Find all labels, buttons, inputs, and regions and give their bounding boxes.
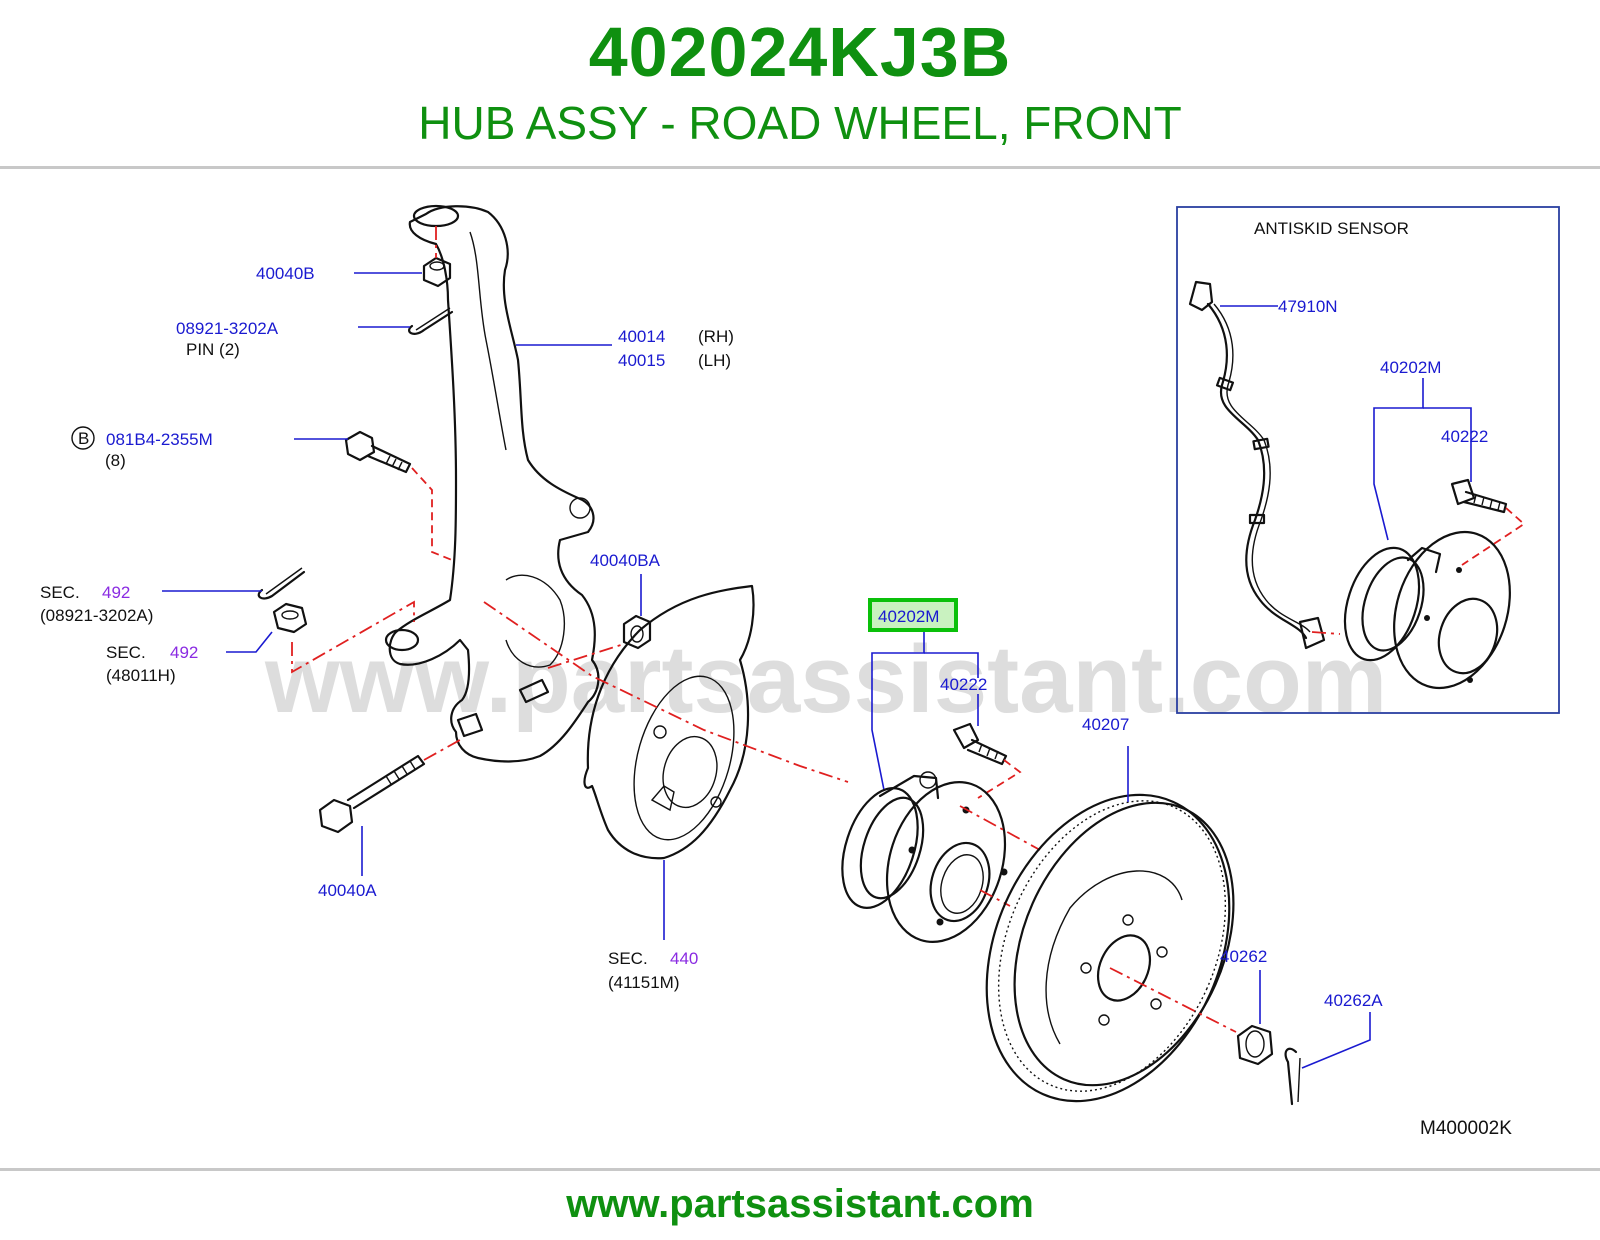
label-40040ba[interactable]: 40040BA — [590, 551, 661, 570]
label-40207[interactable]: 40207 — [1082, 715, 1129, 734]
inset-bolt-drawing — [1450, 478, 1508, 514]
leader-40222-branch — [924, 652, 979, 678]
bolt-b-marker-circle — [71, 426, 95, 450]
header-divider — [0, 166, 1600, 169]
guide-sec492 — [291, 600, 415, 674]
label-40014[interactable]: 40014 — [618, 327, 665, 346]
label-40015[interactable]: 40015 — [618, 351, 665, 370]
label-081b4-2355m[interactable]: 081B4-2355M — [106, 430, 213, 449]
bolt-b-marker: B — [78, 429, 89, 448]
part-number: 402024KJ3B — [588, 13, 1012, 91]
sec492-pin-drawing — [257, 567, 306, 600]
label-sec492-b-ref: (48011H) — [106, 666, 176, 685]
drawing-code: M400002K — [1420, 1118, 1512, 1139]
guide-hub-bolt — [977, 759, 1022, 799]
hub-assy-drawing — [841, 771, 1008, 943]
label-47910n[interactable]: 47910N — [1278, 297, 1338, 316]
inset-frame — [1176, 206, 1560, 714]
label-sec492-a-ref: (08921-3202A) — [40, 606, 153, 625]
highlight-box-40202m — [868, 598, 958, 632]
guide-inset-bolt — [1461, 507, 1526, 566]
sec492-nut-drawing — [272, 602, 308, 634]
label-sec492-a-num[interactable]: 492 — [102, 583, 130, 602]
label-40015-side: (LH) — [698, 351, 731, 370]
axle-cotter-pin-drawing — [1284, 1047, 1301, 1106]
cotter-pin-drawing — [408, 307, 454, 335]
label-40202m[interactable]: 40202M — [878, 607, 939, 626]
antiskid-inset: ANTISKID SENSOR 47910N 40202M 40222 — [1176, 206, 1560, 714]
inset-title: ANTISKID SENSOR — [1254, 219, 1409, 238]
guide-axle — [1109, 967, 1237, 1033]
label-40262a[interactable]: 40262A — [1324, 991, 1383, 1010]
label-sec492-a: SEC. — [40, 583, 80, 602]
footer-divider — [0, 1168, 1600, 1171]
footer-url[interactable]: www.partsassistant.com — [566, 1182, 1034, 1226]
label-08921-3202a[interactable]: 08921-3202A — [176, 319, 279, 338]
leader-sec492-b — [226, 631, 273, 653]
leader-40202m — [871, 632, 925, 791]
dust-shield-drawing — [583, 584, 755, 860]
label-40262[interactable]: 40262 — [1220, 947, 1267, 966]
header: 402024KJ3B HUB ASSY - ROAD WHEEL, FRONT — [0, 0, 1600, 168]
axle-nut-drawing — [1236, 1024, 1274, 1066]
sensor-cable-drawing — [1188, 280, 1326, 650]
bolt-081b4-drawing — [344, 430, 412, 474]
inset-hub-drawing — [1343, 530, 1511, 690]
part-title: HUB ASSY - ROAD WHEEL, FRONT — [418, 97, 1182, 149]
label-sec492-b: SEC. — [106, 643, 146, 662]
leader-inset-40202m — [1373, 378, 1424, 541]
watermark: www.partsassistant.com — [264, 626, 1387, 733]
label-sec492-b-num[interactable]: 492 — [170, 643, 198, 662]
label-sec440-ref: (41151M) — [608, 973, 680, 992]
brake-rotor-drawing — [985, 793, 1235, 1103]
label-inset-40202m[interactable]: 40202M — [1380, 358, 1441, 377]
label-40040a[interactable]: 40040A — [318, 881, 377, 900]
label-sec440: SEC. — [608, 949, 648, 968]
bolt-40040a-drawing — [318, 754, 426, 834]
leader-40262a — [1301, 1012, 1371, 1069]
guide-nut-mid — [547, 643, 625, 669]
guide-main-axis — [483, 601, 849, 783]
nut-40040ba-drawing — [622, 614, 652, 650]
leader-inset-40222-branch — [1423, 407, 1472, 446]
guide-bolt-lower — [423, 739, 461, 761]
label-40222[interactable]: 40222 — [940, 675, 987, 694]
guide-inset-sensor — [1311, 631, 1341, 635]
label-pin-note: PIN (2) — [186, 340, 240, 359]
label-40040b[interactable]: 40040B — [256, 264, 315, 283]
label-40014-side: (RH) — [698, 327, 734, 346]
guide-bolt-b — [411, 467, 453, 561]
label-sec440-num[interactable]: 440 — [670, 949, 698, 968]
label-inset-40222[interactable]: 40222 — [1441, 427, 1488, 446]
label-081b4-qty: (8) — [105, 451, 126, 470]
